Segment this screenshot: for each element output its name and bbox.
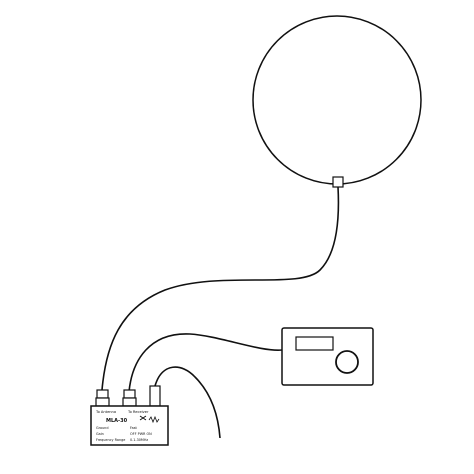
label-frequency-range: Frequency Range [96, 438, 125, 442]
power-connector [149, 385, 161, 407]
tuning-knob-icon [335, 350, 359, 374]
power-cable [154, 366, 221, 439]
loop-antenna [252, 15, 422, 185]
control-box: To Antenna To Receiver MLA-30 Ground Fas… [90, 405, 169, 446]
label-model: MLA-30 [106, 418, 128, 424]
receiver-cable [128, 333, 283, 393]
label-gain: Gain [96, 432, 104, 436]
label-to-antenna: To Antenna [95, 410, 116, 414]
label-fast: Fast [130, 426, 137, 430]
switch-icon [139, 415, 147, 421]
antenna-input-connector [95, 389, 110, 407]
label-to-receiver: To Receiver [127, 410, 149, 414]
label-frequency-value: 0.1-30MHz [130, 438, 148, 442]
label-power: OFF PWR ON [130, 432, 152, 436]
label-ground: Ground [96, 426, 108, 430]
antenna-cable [101, 186, 340, 391]
receiver-output-connector [122, 389, 137, 407]
receiver [281, 327, 374, 386]
antenna-feed-connector [332, 176, 344, 188]
waveform-icon [148, 415, 160, 424]
receiver-display [295, 336, 334, 351]
